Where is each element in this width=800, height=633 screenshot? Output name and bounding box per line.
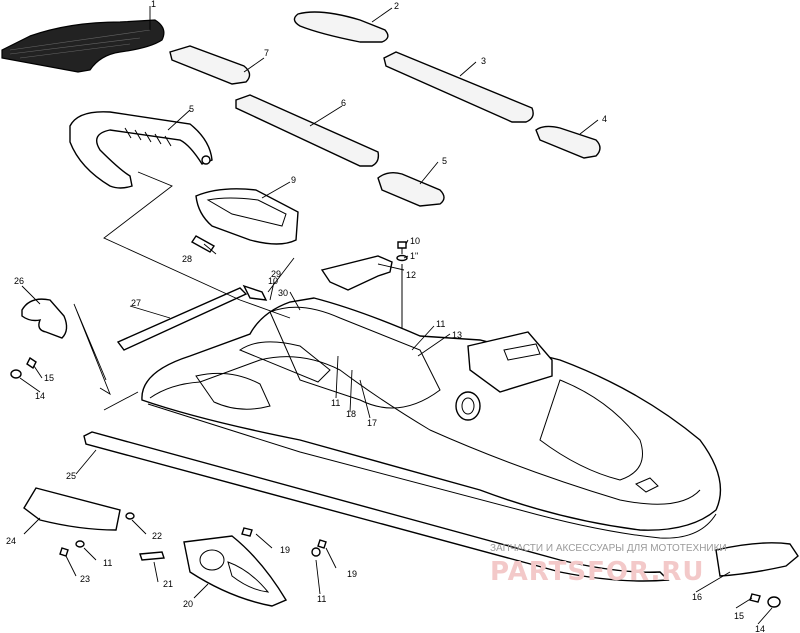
callout-11b: 11 xyxy=(436,319,445,329)
callout-30: 30 xyxy=(278,288,288,298)
part-21 xyxy=(139,551,165,561)
callout-2: 2 xyxy=(394,1,399,11)
part-24 xyxy=(23,487,121,531)
callout-11d: 11 xyxy=(103,558,112,568)
watermark-caption: ЗАПЧАСТИ И АКСЕССУАРЫ ДЛЯ МОТОТЕХНИКИ xyxy=(490,543,727,554)
callout-10b: 10 xyxy=(268,276,278,286)
part-29 xyxy=(242,284,268,301)
callout-6: 6 xyxy=(341,98,346,108)
callout-14b: 14 xyxy=(755,624,765,633)
callout-labels: 1 2 3 4 5 5 6 7 9 10 1" 12 28 26 27 29 1… xyxy=(6,0,765,633)
callout-4: 4 xyxy=(602,114,607,124)
callout-9: 9 xyxy=(291,175,296,185)
callout-25: 25 xyxy=(66,471,76,481)
callout-19b: 19 xyxy=(347,569,357,579)
callout-11e: 11 xyxy=(317,594,326,604)
part-rub-rail-25 xyxy=(83,431,670,582)
part-23-11 xyxy=(59,540,85,557)
callout-12: 12 xyxy=(406,270,416,280)
callout-21: 21 xyxy=(163,579,173,589)
callout-22: 22 xyxy=(152,531,162,541)
part-pad-4 xyxy=(535,125,601,159)
part-pad-3 xyxy=(383,51,534,123)
callout-23: 23 xyxy=(80,574,90,584)
part-rear-mat xyxy=(1,19,165,73)
part-storage-tub xyxy=(195,188,299,245)
callout-20: 20 xyxy=(183,599,193,609)
part-hull xyxy=(141,297,722,539)
part-side-panel-20 xyxy=(183,535,288,607)
part-pad-7 xyxy=(169,45,251,85)
watermark: ЗАПЧАСТИ И АКСЕССУАРЫ ДЛЯ МОТОТЕХНИКИ PA… xyxy=(490,543,727,587)
part-pad-5 xyxy=(377,171,445,207)
part-pad-2 xyxy=(293,11,389,43)
callout-7: 7 xyxy=(264,48,269,58)
part-rod-27 xyxy=(116,287,248,351)
callout-1: 1 xyxy=(151,0,156,9)
part-left-fasteners xyxy=(10,356,37,379)
callout-18: 18 xyxy=(346,409,356,419)
callout-5b: 5 xyxy=(442,156,447,166)
watermark-logo: PARTSFOR.RU xyxy=(490,557,704,587)
callout-5a: 5 xyxy=(189,104,194,114)
callout-17: 17 xyxy=(367,418,377,428)
part-pad-6 xyxy=(235,94,380,167)
callout-13: 13 xyxy=(452,330,462,340)
callout-26: 26 xyxy=(14,276,24,286)
callout-10a: 10 xyxy=(410,236,420,246)
callout-19a: 19 xyxy=(280,545,290,555)
callout-15a: 15 xyxy=(44,373,54,383)
part-center-fasteners xyxy=(241,527,327,557)
callout-27: 27 xyxy=(131,298,141,308)
part-16 xyxy=(715,542,799,577)
callout-11a: 1" xyxy=(410,251,418,261)
callout-16: 16 xyxy=(692,592,702,602)
callout-14a: 14 xyxy=(35,391,45,401)
callout-29: 29 xyxy=(271,269,281,279)
leader-lines xyxy=(19,6,773,625)
part-26 xyxy=(21,298,68,339)
callout-15b: 15 xyxy=(734,611,744,621)
callout-3: 3 xyxy=(481,56,486,66)
part-bracket-12 xyxy=(320,255,393,291)
part-grab-handle xyxy=(69,111,213,189)
callout-11c: 11 xyxy=(331,398,340,408)
part-right-fasteners xyxy=(749,593,781,608)
callout-28: 28 xyxy=(182,254,192,264)
part-22 xyxy=(125,512,135,520)
callout-24: 24 xyxy=(6,536,16,546)
